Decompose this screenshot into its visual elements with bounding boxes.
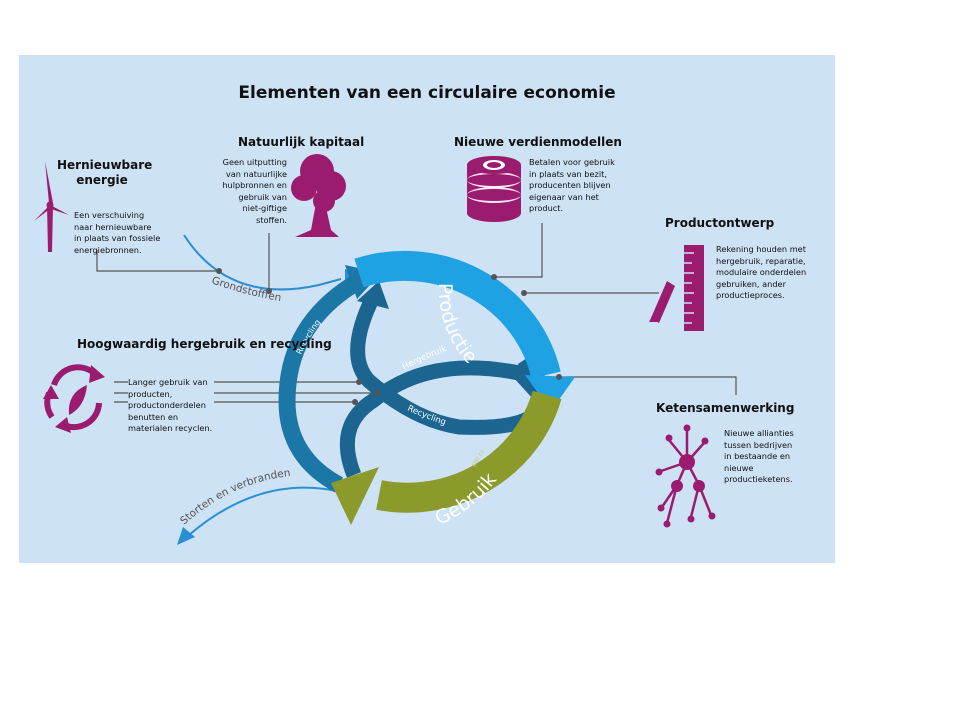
- storten-flow: [188, 486, 338, 536]
- connector-keten: [559, 376, 737, 395]
- text-ketensamenwerking: Nieuwe allianties tussen bedrijven in be…: [724, 428, 794, 484]
- connector-energie: [96, 250, 219, 272]
- text-natuurlijk-kapitaal: Geen uitputting van natuurlijke hulpbron…: [222, 157, 287, 225]
- text-productontwerp: Rekening houden met hergebruik, reparati…: [716, 244, 807, 300]
- productie-arrowhead: [525, 375, 575, 411]
- circular-economy-diagram: Productie Gebruik Hergebruik Recycling R…: [34, 154, 737, 545]
- recycle-icon-arrowheads: [43, 365, 105, 433]
- gebruik-arrowhead: [331, 467, 379, 525]
- coin-stack-icon: [467, 156, 521, 222]
- heading-ketensamenwerking: Ketensamenwerking: [656, 401, 795, 415]
- diagram-title: Elementen van een circulaire economie: [238, 83, 616, 103]
- ruler-pencil-icon: [649, 245, 704, 331]
- tree-icon: [291, 154, 346, 237]
- text-hernieuwbare-energie: Een verschuiving naar hernieuwbare in pl…: [74, 210, 161, 255]
- heading-productontwerp: Productontwerp: [665, 216, 775, 230]
- connector-verdienmodellen: [494, 223, 543, 278]
- text-hoogwaardig-hergebruik: Langer gebruik van producten, productond…: [128, 377, 215, 435]
- heading-hoogwaardig-hergebruik: Hoogwaardig hergebruik en recycling: [77, 337, 332, 351]
- productie-arc: [354, 250, 561, 379]
- grondstoffen-flow: [183, 234, 342, 291]
- wind-turbine-icon: [34, 161, 69, 252]
- heading-hernieuwbare-energie: Hernieuwbare energie: [57, 158, 153, 187]
- label-storten: Storten en verbranden: [178, 467, 291, 527]
- heading-natuurlijk-kapitaal: Natuurlijk kapitaal: [238, 135, 365, 149]
- gebruik-arc: [376, 390, 562, 513]
- outer-recycling-loop: [278, 273, 364, 493]
- inner-loop-arrowhead-top: [357, 281, 389, 309]
- diagram-panel: Productie Gebruik Hergebruik Recycling R…: [19, 55, 835, 563]
- text-nieuwe-verdienmodellen: Betalen voor gebruik in plaats van bezit…: [529, 157, 615, 213]
- storten-arrowhead: [177, 527, 195, 545]
- network-icon: [655, 424, 716, 528]
- heading-nieuwe-verdienmodellen: Nieuwe verdienmodellen: [454, 135, 622, 149]
- connector-dots: [216, 268, 562, 405]
